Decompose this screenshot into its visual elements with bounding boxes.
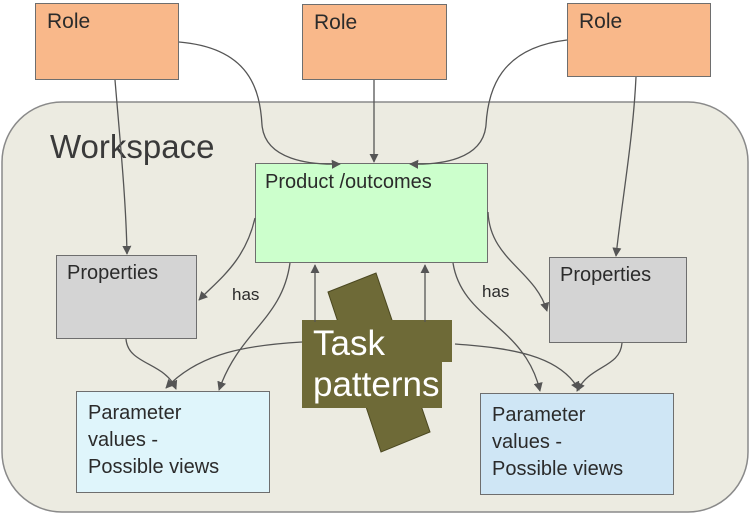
connector-product-to-parameter-left <box>217 262 291 391</box>
connector-product-to-parameter-right <box>452 262 543 392</box>
task-label-line1: Task <box>313 324 385 363</box>
has-label-left: has <box>232 285 260 304</box>
connector-properties-right-to-parameter <box>576 342 623 392</box>
connector-product-has-properties-right <box>487 211 550 312</box>
workspace-title: Workspace <box>50 128 215 165</box>
parameter-values-label: Parameter values - Possible views <box>492 404 624 480</box>
task-label-line2: patterns <box>313 365 440 404</box>
connector-role-right-to-properties <box>612 76 637 257</box>
has-label-right: has <box>482 282 510 301</box>
parameter-values-label: Parameter values - Possible views <box>88 402 220 478</box>
connector-role-left-to-properties <box>114 79 132 255</box>
connector-task-to-parameter-right <box>454 343 580 391</box>
task-cross-lower-bar <box>302 362 442 408</box>
connector-role-right-to-product <box>409 39 568 169</box>
parameter-values-box-right: Parameter values - Possible views <box>480 393 674 495</box>
product-outcomes-label: Product /outcomes <box>265 171 432 193</box>
properties-box-right: Properties <box>549 257 687 343</box>
connector-task-to-parameter-left <box>165 341 303 389</box>
connector-product-has-properties-left <box>198 217 256 301</box>
parameter-values-box-left: Parameter values - Possible views <box>76 391 270 493</box>
role-label: Role <box>579 10 623 33</box>
connector-role-left-to-product <box>178 41 341 169</box>
properties-label: Properties <box>560 264 652 286</box>
role-box-center: Role <box>302 4 447 80</box>
role-box-left: Role <box>35 3 179 80</box>
role-label: Role <box>47 10 91 33</box>
properties-label: Properties <box>67 262 159 284</box>
role-label: Role <box>314 11 358 34</box>
connector-properties-left-to-parameter <box>125 338 178 390</box>
properties-box-left: Properties <box>56 255 197 339</box>
task-cross-upper-bar <box>302 320 452 362</box>
role-box-right: Role <box>567 3 711 77</box>
product-outcomes-box: Product /outcomes <box>255 163 488 263</box>
